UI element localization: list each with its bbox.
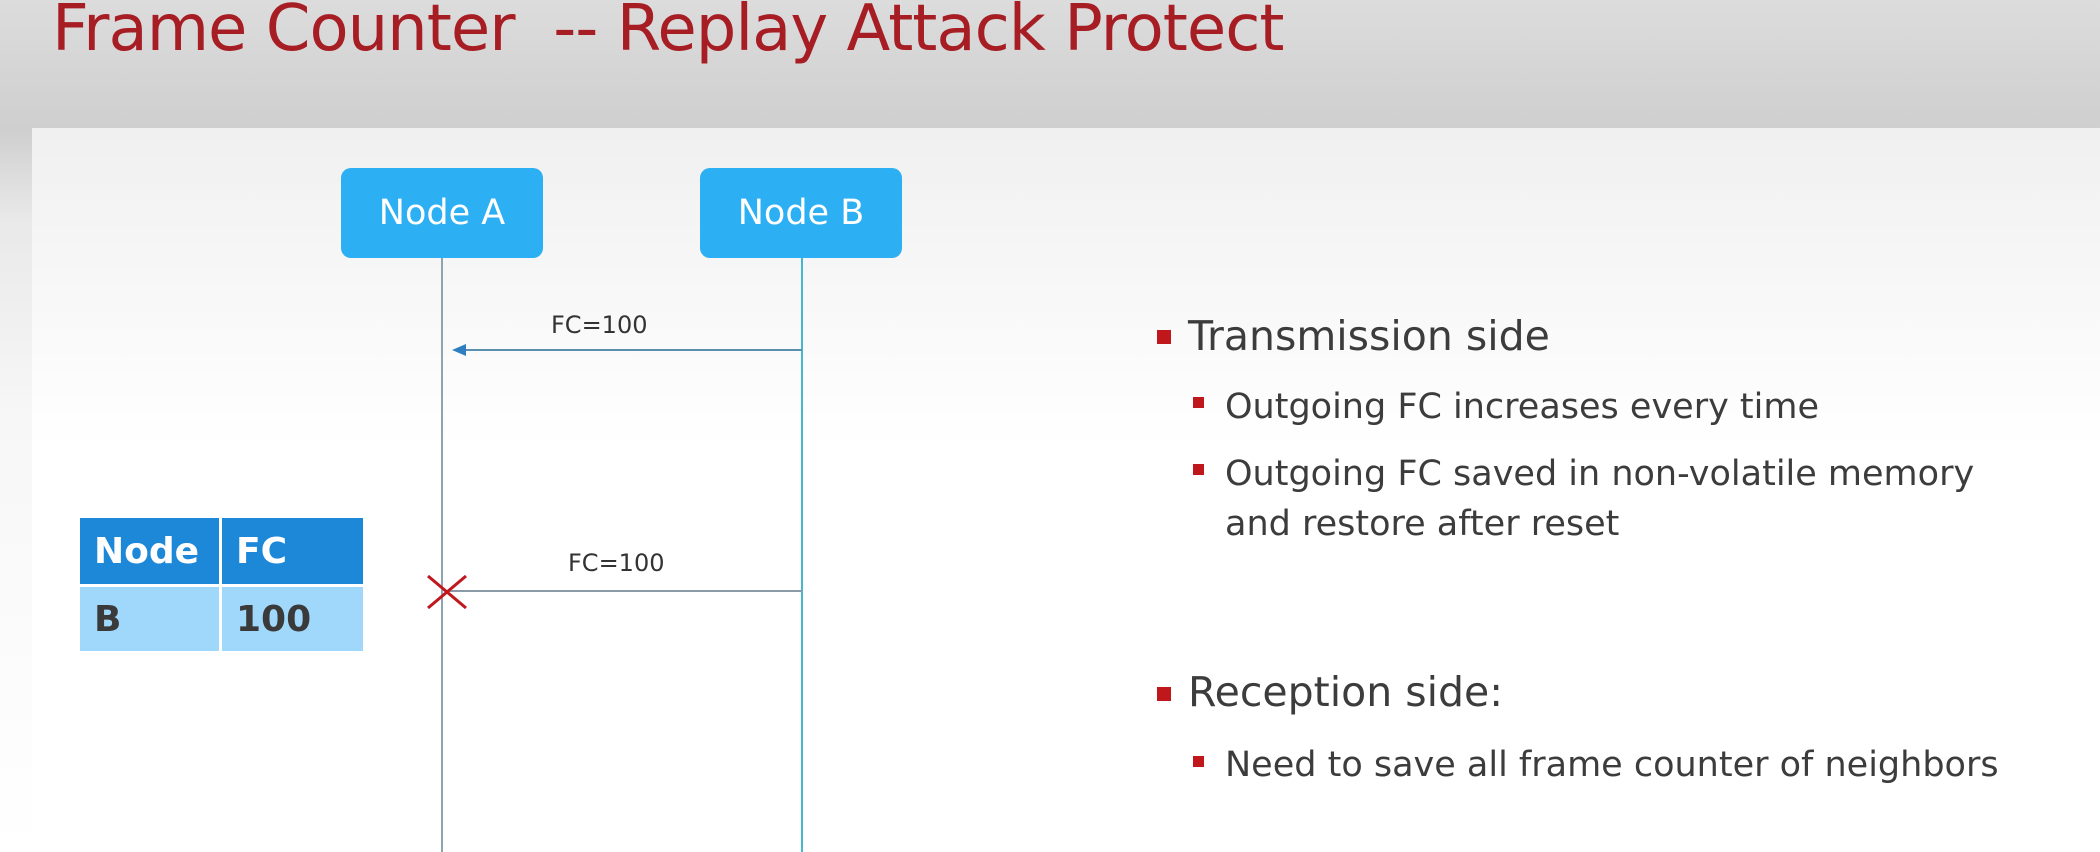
bullet-marker-icon (1157, 330, 1171, 344)
table-header-row: Node FC (77, 515, 366, 587)
message-arrow-delivered (452, 344, 802, 356)
reject-x-icon (427, 574, 467, 610)
bullet-marker-icon (1193, 756, 1204, 767)
message-label-delivered: FC=100 (551, 311, 648, 339)
table-header-node: Node (77, 515, 222, 587)
bullet-reception-item-1: Need to save all frame counter of neighb… (1225, 745, 1999, 785)
bullet-transmission-item-2-cont: and restore after reset (1225, 504, 1620, 544)
table-header-fc: FC (219, 515, 366, 587)
frame-counter-table: Node FC B 100 (77, 515, 366, 654)
bullet-transmission-item-1: Outgoing FC increases every time (1225, 387, 1819, 427)
table-cell-fc: 100 (219, 584, 366, 654)
bullet-reception-heading: Reception side: (1188, 668, 1504, 716)
node-a-box: Node A (341, 168, 543, 258)
bullet-marker-icon (1193, 464, 1204, 475)
bullet-marker-icon (1157, 687, 1171, 701)
table-row: B 100 (77, 584, 366, 654)
node-b-box: Node B (700, 168, 902, 258)
table-cell-node: B (77, 584, 222, 654)
bullet-transmission-heading: Transmission side (1188, 312, 1550, 360)
bullet-transmission-item-2: Outgoing FC saved in non-volatile memory (1225, 454, 1975, 494)
slide-title: Frame Counter -- Replay Attack Protect (52, 0, 1284, 66)
bullet-marker-icon (1193, 397, 1204, 408)
message-label-rejected: FC=100 (568, 549, 665, 577)
